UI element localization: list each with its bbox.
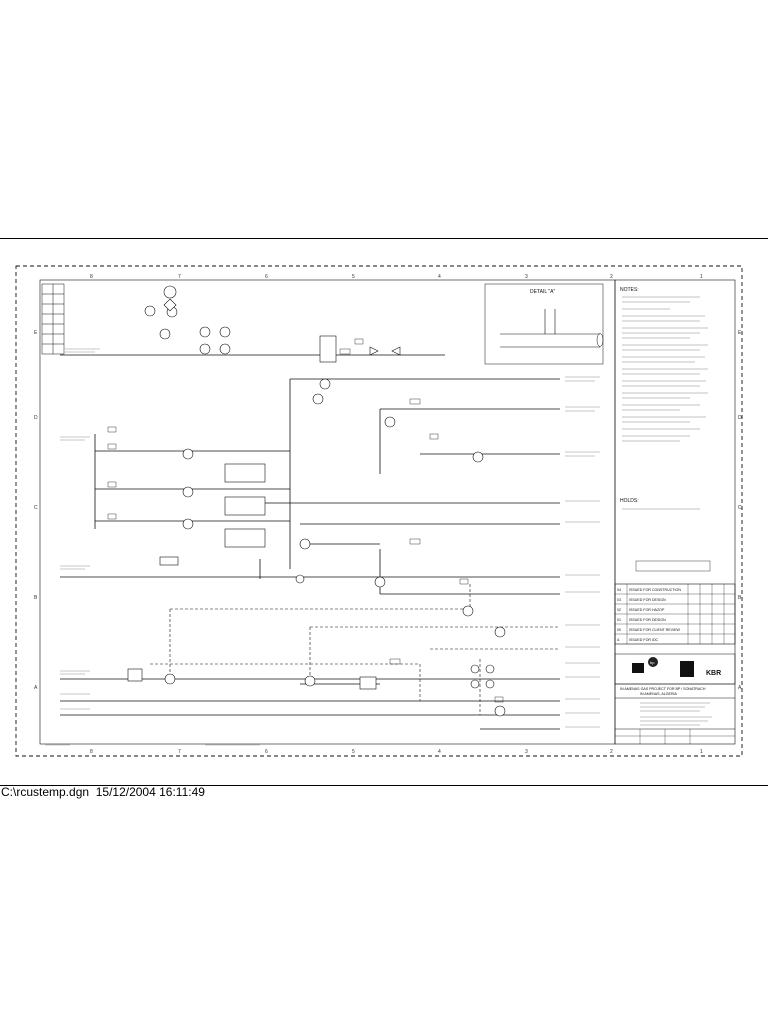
notes-block: NOTES: HOLDS: [620,287,711,572]
file-path: C:\rcustemp.dgn [1,785,90,799]
grid-col-top: 7 [178,274,181,280]
grid-col-top: 6 [265,274,268,280]
project-location: IN AMENAS, ALGERIA [640,692,678,696]
grid-col-top: 4 [438,274,441,280]
rev-number: 01 [617,618,621,622]
rev-description: ISSUED FOR HAZOP [629,608,665,612]
grid-row-right: B [738,595,742,601]
grid-col-bottom: 8 [90,749,93,755]
title-block-frame [614,279,736,745]
grid-col-top: 8 [90,274,93,280]
rev-number: 02 [617,608,621,612]
grid-row-left: B [34,595,38,601]
grid-col-bottom: 1 [700,749,703,755]
rev-description: ISSUED FOR DESIGN [629,598,666,602]
rev-number: A [617,638,620,642]
grid-row-left: C [34,505,38,511]
grid-row-left: E [34,330,38,336]
holds-heading: HOLDS: [620,498,639,504]
rev-description: ISSUED FOR DESIGN [629,618,666,622]
instruments [127,285,506,717]
footer-print-info: C:\rcustemp.dgn 15/12/2004 16:11:49 [1,785,205,799]
rev-number: 04 [617,588,621,592]
revision-table: 04 ISSUED FOR CONSTRUCTION 03 ISSUED FOR… [614,583,736,645]
grid-col-bottom: 2 [610,749,613,755]
grid-col-top: 2 [610,274,613,280]
annotation-lines [45,348,600,746]
grid-row-right: C [738,505,742,511]
grid-col-top: 3 [525,274,528,280]
signal-lines [150,584,560,715]
grid-col-top: 1 [700,274,703,280]
detail-title: DETAIL "A" [530,289,555,295]
grid-row-right: E [738,330,742,336]
notes-heading: NOTES: [620,287,639,293]
left-legend-strip [41,283,65,355]
detail-a: DETAIL "A" [484,283,604,365]
title-block: IN AMENAS GAS PROJECT FOR BP / SONATRACH… [615,683,735,744]
rev-number: 03 [617,598,621,602]
kbr-logo: KBR [706,670,721,677]
rev-description: ISSUED FOR CONSTRUCTION [629,588,681,592]
grid-row-left: D [34,415,38,421]
line-tags [107,338,504,703]
grid-row-left: A [34,685,38,691]
bp-logo: bp [650,660,655,665]
print-date: 15/12/2004 [95,785,156,799]
grid-col-bottom: 5 [352,749,355,755]
rev-number: 00 [617,628,621,632]
logo-band: bp KBR [614,653,736,685]
grid-row-right: D [738,415,742,421]
grid-row-right: A [738,685,742,691]
project-title: IN AMENAS GAS PROJECT FOR BP / SONATRACH [620,687,706,691]
sheet-border [15,265,743,757]
drawing-sheet: 8 7 6 5 4 3 2 1 8 7 6 5 4 3 2 1 E D C B … [0,238,768,786]
grid-col-bottom: 3 [525,749,528,755]
print-time: 16:11:49 [159,785,205,799]
grid-labels: 8 7 6 5 4 3 2 1 8 7 6 5 4 3 2 1 E D C B … [34,274,742,755]
grid-col-bottom: 7 [178,749,181,755]
grid-col-top: 5 [352,274,355,280]
grid-col-bottom: 4 [438,749,441,755]
rev-description: ISSUED FOR CLIENT REVIEW [629,628,680,632]
rev-description: ISSUED FOR IDC [629,638,659,642]
grid-col-bottom: 6 [265,749,268,755]
